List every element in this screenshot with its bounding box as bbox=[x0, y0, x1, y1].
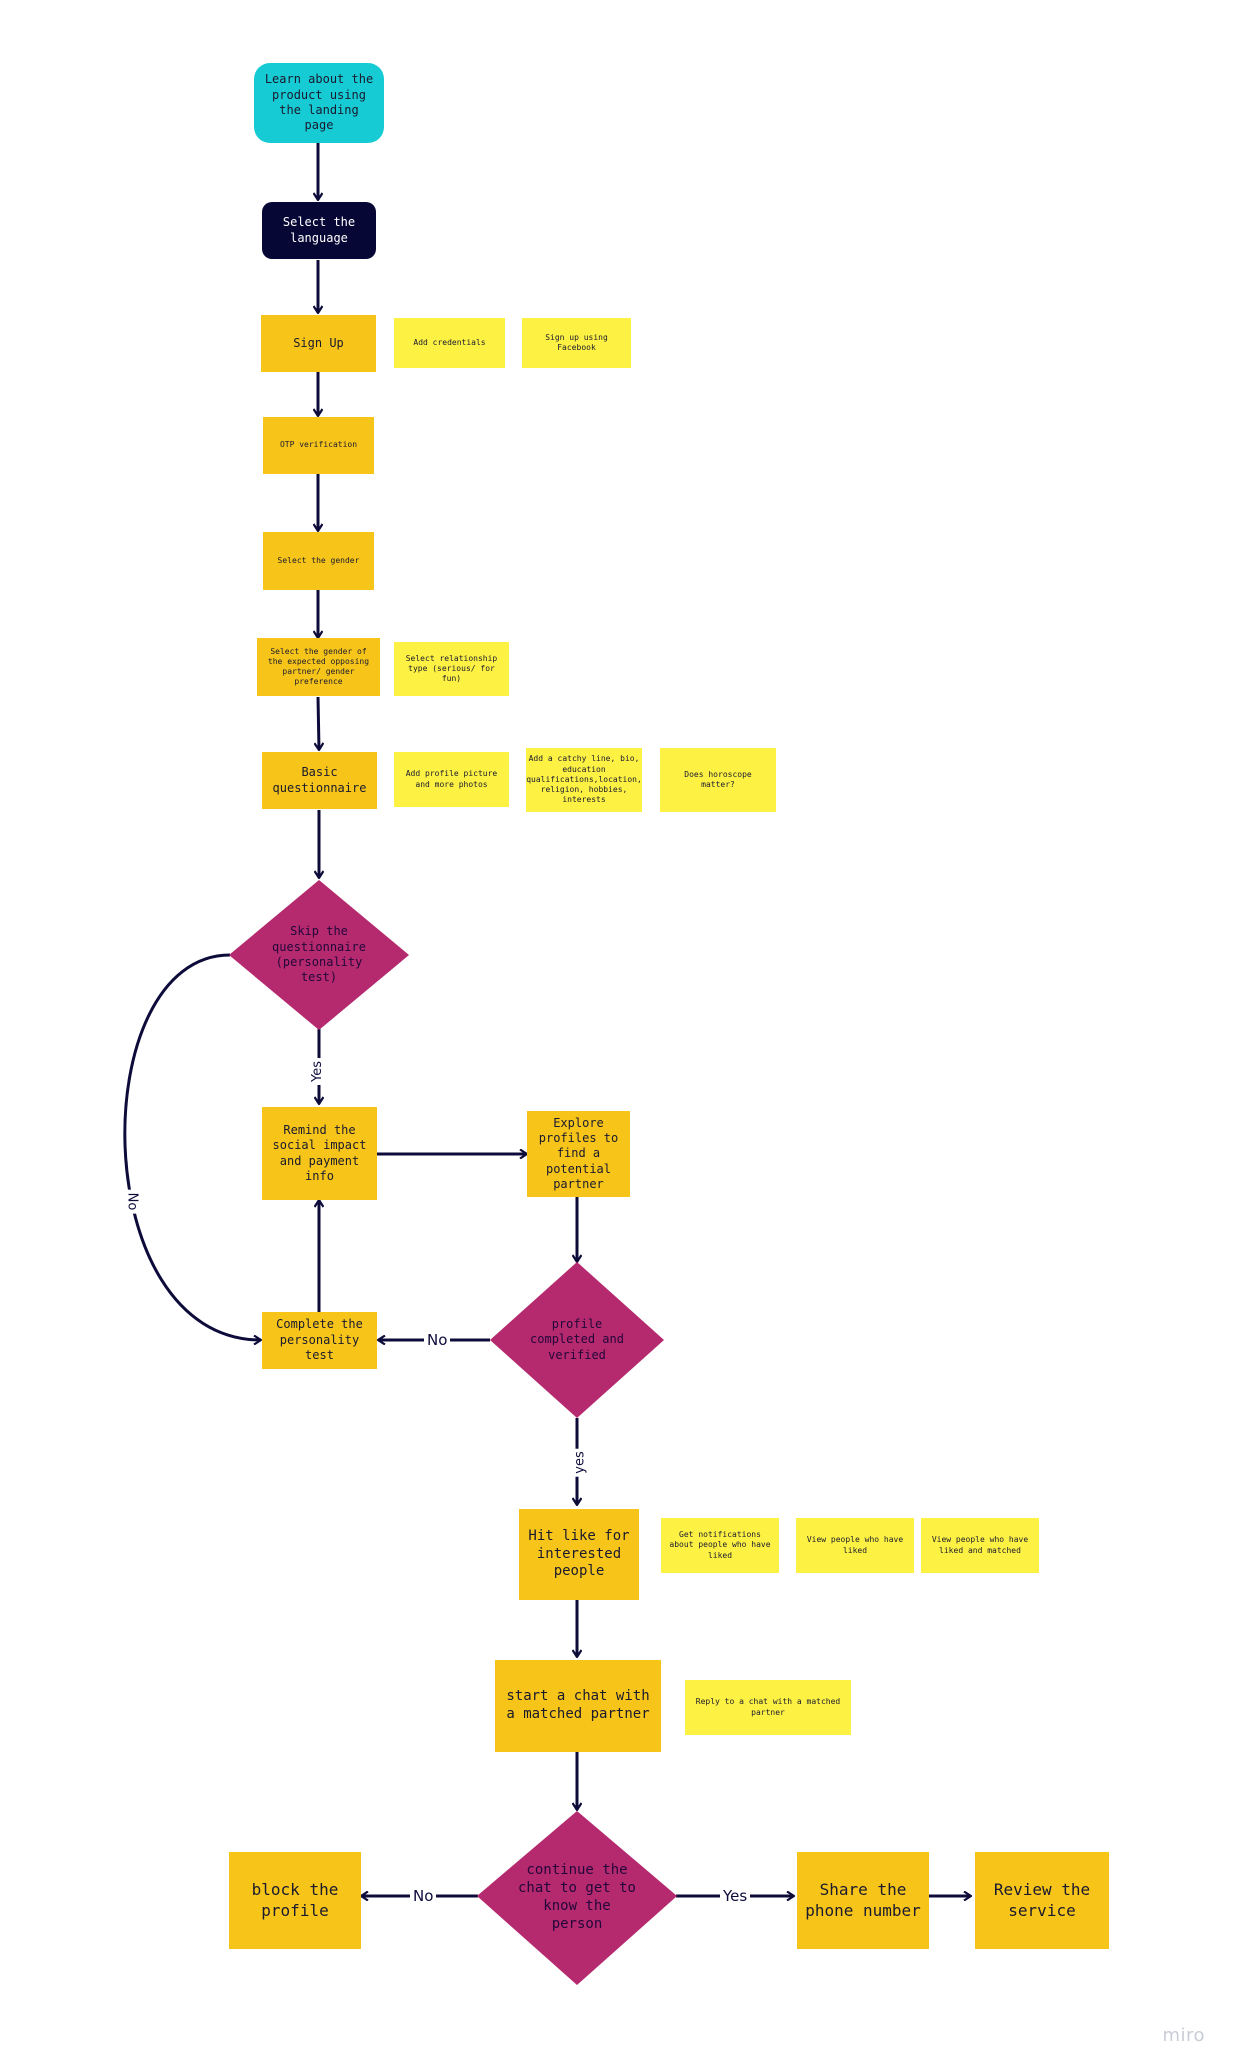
review-node[interactable]: Review the service bbox=[975, 1852, 1109, 1949]
language-node[interactable]: Select the language bbox=[262, 202, 376, 259]
like-node[interactable]: Hit like for interested people bbox=[519, 1509, 639, 1600]
label-continue-yes: Yes bbox=[720, 1888, 751, 1905]
label-continue-no: No bbox=[410, 1888, 437, 1905]
gender-node[interactable]: Select the gender bbox=[263, 532, 374, 590]
start-node[interactable]: Learn about the product using the landin… bbox=[254, 63, 384, 143]
otp-node[interactable]: OTP verification bbox=[263, 417, 374, 474]
decision-profile-diamond bbox=[490, 1262, 664, 1418]
edge-preference-questionnaire bbox=[318, 696, 319, 750]
sticky-view-matched[interactable]: View people who have liked and matched bbox=[921, 1518, 1039, 1573]
sticky-relationship-type[interactable]: Select relationship type (serious/ for f… bbox=[394, 642, 509, 696]
share-node[interactable]: Share the phone number bbox=[797, 1852, 929, 1949]
label-profile-yes: yes bbox=[572, 1448, 588, 1477]
block-node[interactable]: block the profile bbox=[229, 1852, 361, 1949]
sticky-like-notifications[interactable]: Get notifications about people who have … bbox=[661, 1518, 779, 1573]
label-profile-no: No bbox=[424, 1332, 451, 1349]
sticky-horoscope[interactable]: Does horoscope matter? bbox=[660, 748, 776, 812]
questionnaire-node[interactable]: Basic questionnaire bbox=[262, 752, 377, 809]
edge-skip-complete bbox=[123, 953, 261, 1340]
sticky-signup-facebook[interactable]: Sign up using Facebook bbox=[522, 318, 631, 368]
decision-skip-diamond bbox=[229, 880, 409, 1030]
explore-node[interactable]: Explore profiles to find a potential par… bbox=[527, 1111, 630, 1197]
sticky-bio-details[interactable]: Add a catchy line, bio, education qualif… bbox=[526, 748, 642, 812]
decision-continue-diamond bbox=[477, 1811, 677, 1985]
sticky-reply-chat[interactable]: Reply to a chat with a matched partner bbox=[685, 1680, 851, 1735]
sticky-view-liked[interactable]: View people who have liked bbox=[796, 1518, 914, 1573]
preference-node[interactable]: Select the gender of the expected opposi… bbox=[257, 638, 380, 696]
signup-node[interactable]: Sign Up bbox=[261, 315, 376, 372]
label-skip-yes: Yes bbox=[310, 1058, 325, 1085]
complete-test-node[interactable]: Complete the personality test bbox=[262, 1312, 377, 1369]
sticky-add-credentials[interactable]: Add credentials bbox=[394, 318, 505, 368]
sticky-profile-picture[interactable]: Add profile picture and more photos bbox=[394, 752, 509, 807]
miro-watermark: miro bbox=[1162, 2025, 1205, 2046]
label-skip-no: No bbox=[124, 1189, 140, 1214]
chat-node[interactable]: start a chat with a matched partner bbox=[495, 1660, 661, 1752]
remind-node[interactable]: Remind the social impact and payment inf… bbox=[262, 1107, 377, 1200]
